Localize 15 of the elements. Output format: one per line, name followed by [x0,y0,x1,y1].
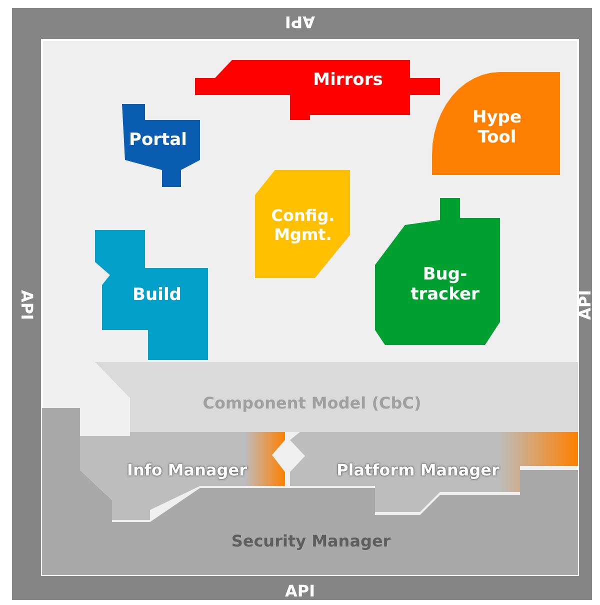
component-label: Bug-tracker [410,264,480,306]
component-label: Security Manager [231,531,391,551]
component-label: Mirrors [313,70,383,90]
component-label: Hype Tool [471,108,522,148]
api-label: API [575,290,592,320]
component-label: Portal [129,130,187,150]
api-frame [12,8,592,600]
component-label: Component Model (CbC) [202,393,422,413]
component-label: Config. Mgmt. [270,206,336,244]
api-label: API [17,290,37,320]
api-label: API [284,12,316,32]
component-label: Platform Manager [336,460,500,480]
component-label: Info Manager [127,460,247,480]
api-label: API [284,581,316,600]
component-label: Build [132,284,182,306]
